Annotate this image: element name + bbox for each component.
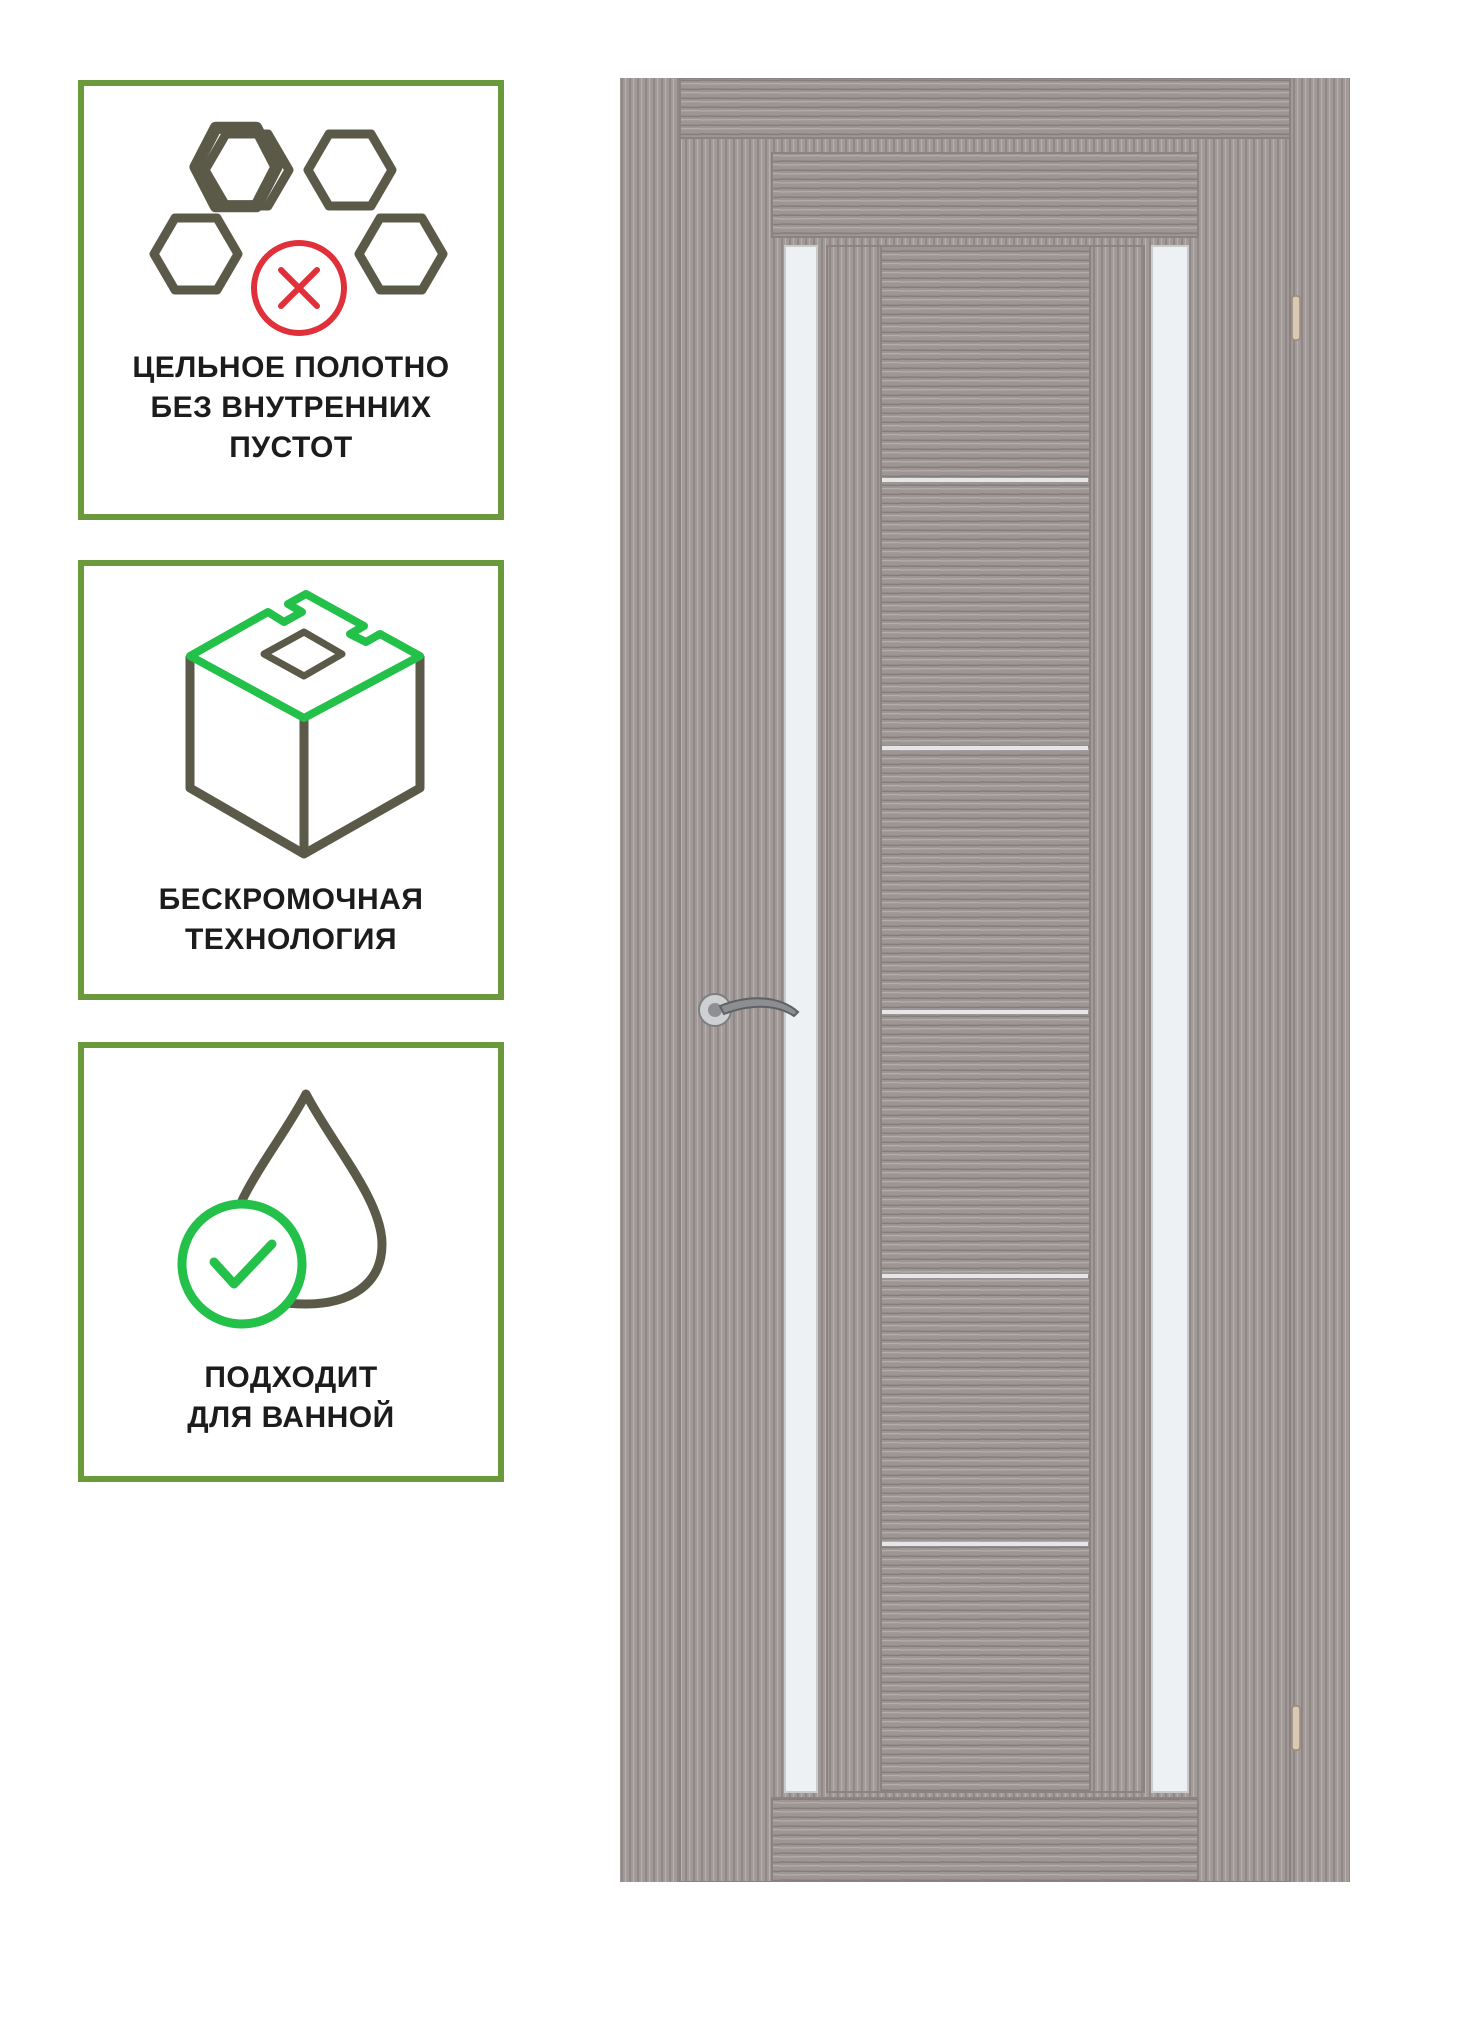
honeycomb-cross-icon — [149, 121, 448, 336]
cube-edge-icon — [185, 590, 425, 859]
feature-label-edgeless: БЕСКРОМОЧНАЯ ТЕХНОЛОГИЯ — [158, 883, 424, 956]
feature-card-bathroom: ПОДХОДИТ ДЛЯ ВАННОЙ — [78, 1042, 504, 1482]
feature-label-solid: ЦЕЛЬНОЕ ПОЛОТНО БЕЗ ВНУТРЕННИХ ПУСТОТ — [132, 351, 450, 464]
feature-label-bathroom: ПОДХОДИТ ДЛЯ ВАННОЙ — [187, 1361, 395, 1434]
feature-card-edgeless: БЕСКРОМОЧНАЯ ТЕХНОЛОГИЯ — [78, 560, 504, 1000]
door-illustration — [620, 77, 1350, 1883]
feature-card-solid: ЦЕЛЬНОЕ ПОЛОТНО БЕЗ ВНУТРЕННИХ ПУСТОТ — [78, 80, 504, 520]
door-image — [620, 77, 1350, 1883]
door-handle-icon — [698, 993, 800, 1027]
water-drop-check-icon — [177, 1089, 387, 1329]
